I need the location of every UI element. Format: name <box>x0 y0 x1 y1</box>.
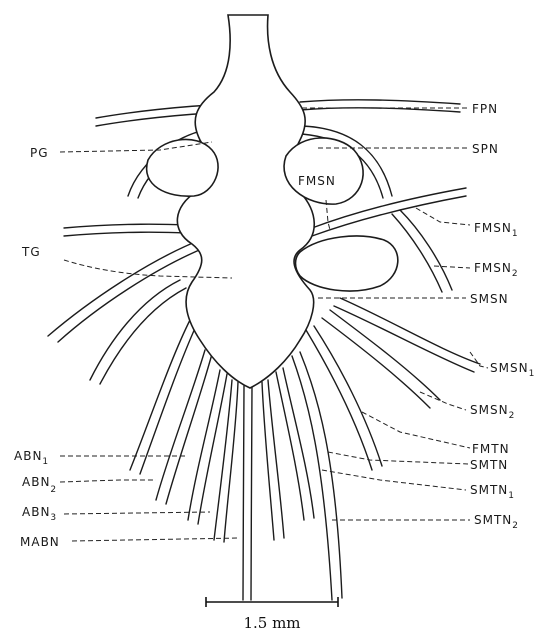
nerve-post-right-2b <box>283 368 314 518</box>
nerve-post-left-3 <box>188 370 220 520</box>
label-smtn1-base: SMTN <box>470 483 508 497</box>
label-mabn: MABN <box>20 535 60 549</box>
nerve-mabn <box>243 386 244 600</box>
label-smsn1-base: SMSN <box>490 361 529 375</box>
nerve-fmsn2-right <box>400 210 452 290</box>
nerve-fpn-right-b <box>300 108 460 112</box>
nerve-tg-left-low-b <box>100 288 186 384</box>
scale-bar: 1.5 mm <box>206 597 338 632</box>
nerve-fpn-right <box>300 100 460 104</box>
label-smsn: SMSN <box>470 292 509 306</box>
nerve-post-left-1 <box>130 320 190 470</box>
label-pg: PG <box>30 146 49 160</box>
nerve-post-left-2 <box>156 350 205 500</box>
label-smsn2-base: SMSN <box>470 403 509 417</box>
nerve-smsn2-right <box>330 310 440 400</box>
nerve-tg-left-mid-b <box>58 248 204 342</box>
label-smtn2: SMTN2 <box>474 513 519 531</box>
label-smsn2-sub: 2 <box>509 411 516 421</box>
label-abn2-sub: 2 <box>50 485 57 495</box>
label-abn3-base: ABN <box>22 505 50 519</box>
nerve-smsn1-right <box>340 298 480 364</box>
label-fmsn1-sub: 1 <box>512 229 519 239</box>
ganglion-body <box>177 15 314 388</box>
label-fmsn2-base: FMSN <box>474 261 512 275</box>
nerve-post-left-1b <box>140 326 196 474</box>
label-fmsn2-sub: 2 <box>512 269 519 279</box>
label-abn2: ABN2 <box>22 475 57 495</box>
label-smsn1-sub: 1 <box>529 369 536 379</box>
nerve-mabn-b <box>251 386 252 600</box>
nerve-post-left-4 <box>214 380 232 540</box>
label-smsn2: SMSN2 <box>470 403 515 421</box>
label-abn1-sub: 1 <box>42 457 49 467</box>
nerve-post-right-4b <box>314 326 382 466</box>
nerve-smsn1-right-b <box>334 306 474 372</box>
label-fmtn: FMTN <box>472 442 510 456</box>
label-smtn1-sub: 1 <box>508 491 515 501</box>
label-tg: TG <box>21 245 41 259</box>
hole-upper-left <box>147 139 218 196</box>
label-fpn: FPN <box>472 102 498 116</box>
label-abn1: ABN1 <box>14 449 49 467</box>
label-abn3-sub: 3 <box>50 513 57 523</box>
label-fmsn1-base: FMSN <box>474 221 512 235</box>
nerve-smsn2-right-b <box>322 318 430 408</box>
label-spn: SPN <box>472 142 499 156</box>
nerve-post-right-1b <box>268 380 284 538</box>
label-smsn1: SMSN1 <box>490 361 535 379</box>
scale-bar-label: 1.5 mm <box>243 614 300 632</box>
label-abn3: ABN3 <box>22 505 57 523</box>
nerve-tg-left-mid <box>48 240 200 336</box>
label-abn1-base: ABN <box>14 449 42 463</box>
label-smtn1: SMTN1 <box>470 483 515 501</box>
nerve-post-right-1 <box>262 382 274 540</box>
label-smtn2-sub: 2 <box>512 521 519 531</box>
label-abn2-base: ABN <box>22 475 50 489</box>
label-fmsn-center: FMSN <box>298 174 336 188</box>
nerve-fmsn2-right-b <box>392 214 442 292</box>
nerve-post-left-4b <box>224 382 238 542</box>
label-smtn: SMTN <box>470 458 508 472</box>
label-fmsn2: FMSN2 <box>474 261 519 279</box>
label-fmsn1: FMSN1 <box>474 221 519 239</box>
hole-mid-right <box>296 236 398 291</box>
label-smtn2-base: SMTN <box>474 513 512 527</box>
